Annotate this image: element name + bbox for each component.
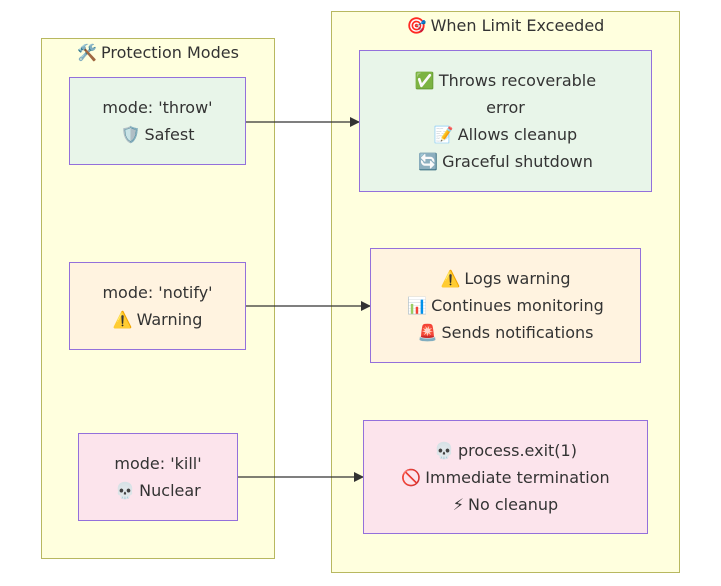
throw-mode-subline: 🛡️Safest (121, 121, 195, 148)
notify-mode-subline: ⚠️Warning (113, 306, 203, 333)
siren-icon: 🚨 (417, 323, 438, 342)
bar-chart-icon: 📊 (407, 296, 428, 315)
node-throw-result[interactable]: ✅Throws recoverable error 📝Allows cleanu… (359, 50, 652, 192)
node-notify-result[interactable]: ⚠️Logs warning 📊Continues monitoring 🚨Se… (370, 248, 641, 363)
throw-result-text3: Allows cleanup (457, 125, 578, 144)
throw-mode-label: mode: 'throw' (102, 98, 213, 117)
kill-result-line1: 💀process.exit(1) (434, 437, 577, 464)
tools-icon: 🛠️ (77, 43, 97, 62)
kill-mode-label: mode: 'kill' (114, 454, 202, 473)
throw-mode-safety: Safest (144, 125, 195, 144)
notify-result-line1: ⚠️Logs warning (441, 265, 571, 292)
throw-result-line1: ✅Throws recoverable (415, 67, 596, 94)
throw-result-text4: Graceful shutdown (442, 152, 593, 171)
protection-modes-label: Protection Modes (100, 43, 239, 62)
kill-result-text1: process.exit(1) (457, 440, 577, 460)
kill-result-text3: No cleanup (468, 494, 559, 514)
memo-icon: 📝 (433, 125, 454, 144)
shield-icon: 🛡️ (120, 125, 141, 144)
node-kill-result[interactable]: 💀process.exit(1) 🚫Immediate termination … (363, 420, 648, 534)
notify-result-text1: Logs warning (464, 269, 571, 288)
skull-icon: 💀 (434, 440, 454, 460)
warning-icon: ⚠️ (112, 310, 133, 329)
notify-mode-label: mode: 'notify' (102, 283, 213, 302)
notify-result-line2: 📊Continues monitoring (407, 292, 604, 319)
lightning-icon: ⚡ (452, 494, 465, 514)
kill-result-line3: ⚡No cleanup (453, 491, 558, 518)
protection-modes-title: 🛠️Protection Modes (42, 43, 274, 62)
kill-mode-subline: 💀Nuclear (115, 477, 201, 504)
skull-icon: 💀 (115, 481, 136, 500)
notify-result-line3: 🚨Sends notifications (418, 319, 594, 346)
throw-result-line4: 🔄Graceful shutdown (418, 148, 593, 175)
prohibited-icon: 🚫 (401, 467, 422, 487)
notify-result-text2: Continues monitoring (431, 296, 604, 315)
node-notify-mode[interactable]: mode: 'notify' ⚠️Warning (69, 262, 246, 350)
throw-result-line3: 📝Allows cleanup (434, 121, 577, 148)
node-throw-mode[interactable]: mode: 'throw' 🛡️Safest (69, 77, 246, 165)
kill-result-line2: 🚫Immediate termination (401, 464, 609, 491)
limit-exceeded-title: 🎯When Limit Exceeded (332, 16, 679, 35)
kill-result-text2: Immediate termination (425, 467, 610, 487)
refresh-icon: 🔄 (418, 152, 439, 171)
throw-result-text1: Throws recoverable (438, 71, 597, 90)
warning-icon: ⚠️ (440, 269, 461, 288)
limit-exceeded-label: When Limit Exceeded (430, 16, 605, 35)
throw-result-text2: error (486, 98, 525, 117)
node-kill-mode[interactable]: mode: 'kill' 💀Nuclear (78, 433, 238, 521)
notify-mode-safety: Warning (136, 310, 203, 329)
notify-result-text3: Sends notifications (441, 323, 594, 342)
kill-mode-safety: Nuclear (139, 481, 201, 500)
target-icon: 🎯 (406, 16, 427, 35)
check-icon: ✅ (414, 71, 435, 90)
